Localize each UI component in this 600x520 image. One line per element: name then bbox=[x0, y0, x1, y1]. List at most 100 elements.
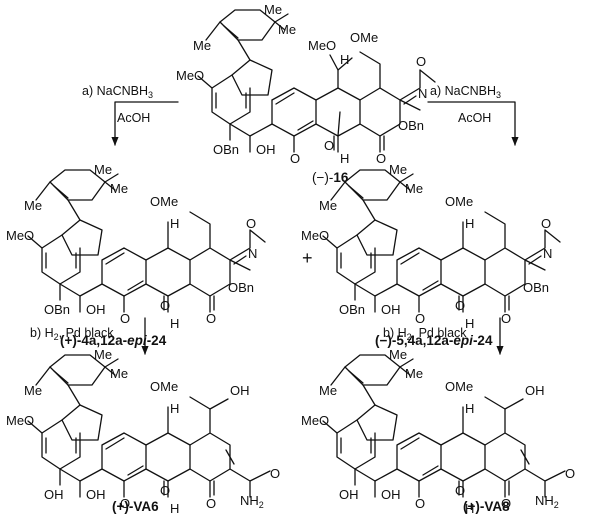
reagent-a-left: a) NaCNBH3 bbox=[82, 84, 153, 100]
svg-text:O: O bbox=[455, 483, 465, 498]
svg-text:Me: Me bbox=[405, 181, 423, 196]
svg-text:MeO: MeO bbox=[308, 38, 336, 53]
compound-va8-structure bbox=[322, 354, 566, 498]
svg-text:O: O bbox=[415, 496, 425, 511]
svg-text:OMe: OMe bbox=[445, 379, 473, 394]
svg-text:Me: Me bbox=[264, 2, 282, 17]
reagent-a-right: a) NaCNBH3 bbox=[430, 84, 501, 100]
arrow-step-a-right bbox=[427, 101, 519, 146]
svg-text:O: O bbox=[120, 496, 130, 511]
svg-text:OBn: OBn bbox=[44, 302, 70, 317]
svg-text:Me: Me bbox=[110, 366, 128, 381]
compound-5-texts: Me Me Me OMe H O N MeO OBn OBn OH O O O … bbox=[301, 162, 552, 331]
svg-text:N: N bbox=[543, 246, 552, 261]
svg-text:O: O bbox=[565, 466, 575, 481]
svg-text:Me: Me bbox=[110, 181, 128, 196]
svg-text:OBn: OBn bbox=[398, 118, 424, 133]
svg-text:Me: Me bbox=[319, 198, 337, 213]
svg-text:O: O bbox=[501, 311, 511, 326]
svg-text:MeO: MeO bbox=[301, 228, 329, 243]
svg-text:Me: Me bbox=[24, 383, 42, 398]
compound-5-structure bbox=[322, 169, 561, 313]
svg-text:O: O bbox=[160, 298, 170, 313]
compound-4a-label: (+)-4a,12a-epi-24 bbox=[60, 333, 167, 348]
svg-text:H: H bbox=[340, 151, 349, 166]
svg-text:H: H bbox=[170, 216, 179, 231]
svg-text:OH: OH bbox=[86, 487, 106, 502]
svg-text:O: O bbox=[120, 311, 130, 326]
svg-text:O: O bbox=[541, 216, 551, 231]
svg-text:H: H bbox=[465, 501, 474, 515]
amide-nh2-left: NH2 bbox=[240, 493, 264, 510]
compound-va6-structure bbox=[27, 354, 271, 498]
svg-text:Me: Me bbox=[405, 366, 423, 381]
reagent-b-right: b) H2, Pd black bbox=[383, 326, 467, 342]
svg-text:OMe: OMe bbox=[150, 379, 178, 394]
svg-text:OH: OH bbox=[525, 383, 545, 398]
svg-text:Me: Me bbox=[319, 383, 337, 398]
svg-text:O: O bbox=[246, 216, 256, 231]
svg-text:OMe: OMe bbox=[445, 194, 473, 209]
svg-text:N: N bbox=[418, 86, 427, 101]
svg-text:OH: OH bbox=[86, 302, 106, 317]
compound-5-label: (−)-5,4a,12a-epi-24 bbox=[375, 333, 493, 348]
svg-text:O: O bbox=[415, 311, 425, 326]
svg-text:H: H bbox=[170, 401, 179, 416]
svg-text:OMe: OMe bbox=[150, 194, 178, 209]
svg-text:Me: Me bbox=[389, 162, 407, 177]
svg-text:H: H bbox=[170, 316, 179, 331]
reagent-b-left: b) H2, Pd black bbox=[30, 326, 114, 342]
amide-nh2-right: NH2 bbox=[535, 493, 559, 510]
compound-16-structure bbox=[197, 9, 436, 153]
svg-text:MeO: MeO bbox=[176, 68, 204, 83]
svg-text:OH: OH bbox=[44, 487, 64, 502]
reagent-a-right-solvent: AcOH bbox=[458, 111, 491, 125]
svg-text:O: O bbox=[270, 466, 280, 481]
compound-va8-texts: Me Me Me OMe H OH MeO OH OH O O O NH2 O … bbox=[301, 347, 575, 516]
svg-text:MeO: MeO bbox=[301, 413, 329, 428]
compound-16-label: (−)-16 bbox=[312, 170, 349, 185]
svg-text:N: N bbox=[248, 246, 257, 261]
svg-text:O: O bbox=[206, 496, 216, 511]
compound-va8-label: (+)-VA8 bbox=[463, 499, 510, 514]
svg-text:OBn: OBn bbox=[339, 302, 365, 317]
svg-text:O: O bbox=[455, 298, 465, 313]
svg-text:Me: Me bbox=[24, 198, 42, 213]
compound-va6-texts: Me Me Me OMe H OH MeO OH OH O O O NH2 O … bbox=[6, 347, 280, 516]
svg-text:OBn: OBn bbox=[213, 142, 239, 157]
arrow-step-a-left bbox=[111, 101, 179, 146]
svg-text:H: H bbox=[465, 316, 474, 331]
svg-text:H: H bbox=[340, 52, 349, 67]
svg-text:Me: Me bbox=[94, 162, 112, 177]
svg-text:MeO: MeO bbox=[6, 228, 34, 243]
svg-text:OH: OH bbox=[381, 487, 401, 502]
svg-text:O: O bbox=[160, 483, 170, 498]
svg-text:O: O bbox=[206, 311, 216, 326]
plus-sign: + bbox=[302, 248, 313, 268]
svg-text:OBn: OBn bbox=[523, 280, 549, 295]
svg-text:MeO: MeO bbox=[6, 413, 34, 428]
svg-text:OMe: OMe bbox=[350, 30, 378, 45]
compound-4a-texts: Me Me Me OMe H O N MeO OBn OBn OH O O O … bbox=[6, 162, 257, 331]
svg-text:Me: Me bbox=[193, 38, 211, 53]
svg-text:Me: Me bbox=[278, 22, 296, 37]
svg-text:OH: OH bbox=[230, 383, 250, 398]
compound-va6-label: (+)-VA6 bbox=[112, 499, 159, 514]
svg-text:O: O bbox=[376, 151, 386, 166]
svg-text:OH: OH bbox=[256, 142, 276, 157]
svg-text:Me: Me bbox=[389, 347, 407, 362]
svg-text:OH: OH bbox=[339, 487, 359, 502]
svg-text:O: O bbox=[324, 138, 334, 153]
svg-text:OH: OH bbox=[381, 302, 401, 317]
reagent-a-left-solvent: AcOH bbox=[117, 111, 150, 125]
svg-text:O: O bbox=[416, 54, 426, 69]
svg-text:H: H bbox=[465, 216, 474, 231]
svg-text:O: O bbox=[501, 496, 511, 511]
svg-text:H: H bbox=[465, 401, 474, 416]
svg-text:Me: Me bbox=[94, 347, 112, 362]
svg-text:H: H bbox=[170, 501, 179, 515]
svg-text:OBn: OBn bbox=[228, 280, 254, 295]
compound-4a-structure bbox=[27, 169, 266, 313]
